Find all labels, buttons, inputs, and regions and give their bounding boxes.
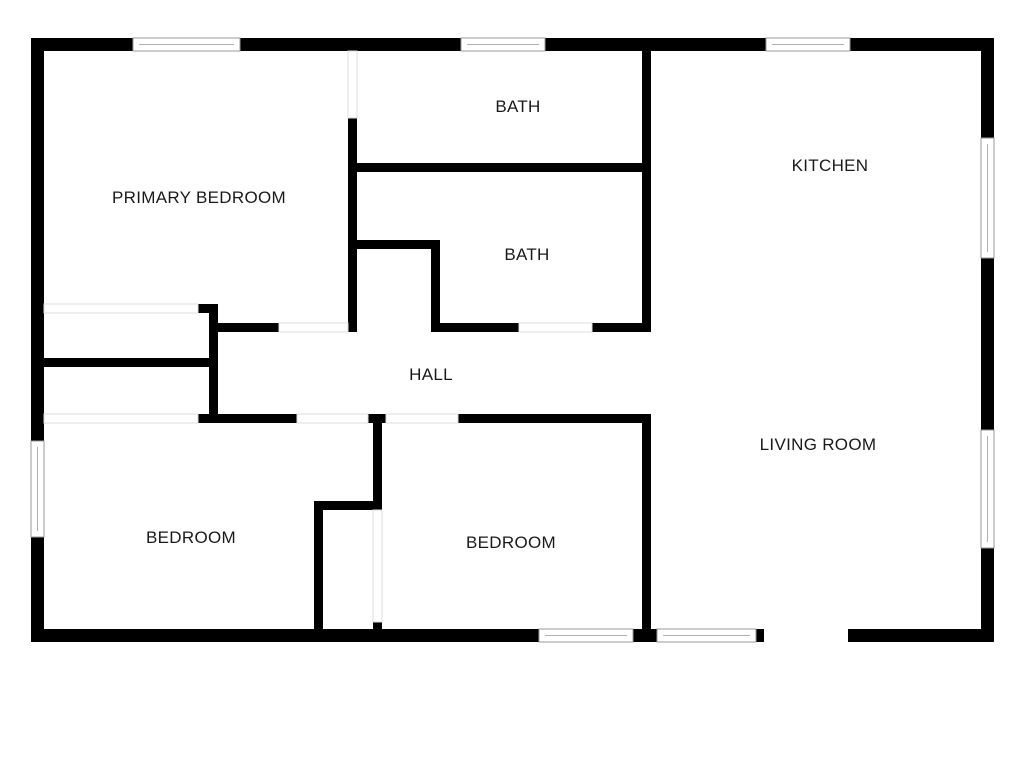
door-bath-hall (518, 322, 593, 333)
window-bottom-bedroom (538, 628, 634, 643)
wall-closet-bottom (198, 414, 297, 423)
wall-hall-bottom-b (458, 414, 650, 423)
label-bath-top: BATH (495, 97, 540, 116)
wall-bedroom-split-stub (373, 622, 382, 634)
window-right-living (980, 429, 995, 549)
window-top-kitchen (765, 37, 851, 52)
wall-bath-bottom-b (592, 323, 651, 332)
window-right-kitchen (980, 137, 995, 259)
wall-bottom-left (31, 629, 764, 642)
window-top-bath (460, 37, 546, 52)
wall-bath-kitchen (642, 44, 651, 332)
label-bedroom-middle: BEDROOM (466, 533, 556, 552)
interior-walls (40, 44, 651, 642)
wall-bedroom-right (642, 414, 651, 642)
wall-bath-bottom-a (431, 323, 519, 332)
wall-closet2-top (314, 501, 382, 510)
wall-right (981, 38, 994, 642)
wall-closet2-side (314, 501, 323, 636)
wall-closet-middle (40, 358, 214, 367)
label-bath-middle: BATH (504, 245, 549, 264)
wall-bath-inner-side (431, 240, 440, 332)
wall-bottom-right (848, 629, 994, 642)
wall-closet-stub (198, 304, 218, 313)
label-living-room: LIVING ROOM (760, 435, 877, 454)
door-primary-hall (278, 322, 349, 333)
door-primary-bath (347, 50, 358, 119)
door-openings (43, 50, 593, 623)
label-kitchen: KITCHEN (792, 156, 869, 175)
wall-left (31, 38, 44, 642)
windows (30, 37, 995, 643)
room-labels: PRIMARY BEDROOM BATH BATH KITCHEN HALL L… (112, 97, 876, 552)
wall-bath-split (348, 163, 648, 172)
window-bottom-living (656, 628, 757, 643)
wall-bath-inner-top (352, 240, 440, 249)
door-closet-lower (43, 413, 199, 424)
door-bedroom-middle (385, 413, 459, 424)
door-closet-upper (43, 303, 199, 314)
window-top-primary (132, 37, 241, 52)
wall-primary-bath (348, 118, 357, 332)
door-closet2 (372, 509, 383, 623)
door-bedroom-left (296, 413, 369, 424)
label-primary-bedroom: PRIMARY BEDROOM (112, 188, 286, 207)
wall-primary-bottom (209, 323, 279, 332)
label-bedroom-left: BEDROOM (146, 528, 236, 547)
window-left-bedroom (30, 440, 45, 538)
wall-bedroom-split-upper (373, 418, 382, 510)
label-hall: HALL (409, 365, 453, 384)
